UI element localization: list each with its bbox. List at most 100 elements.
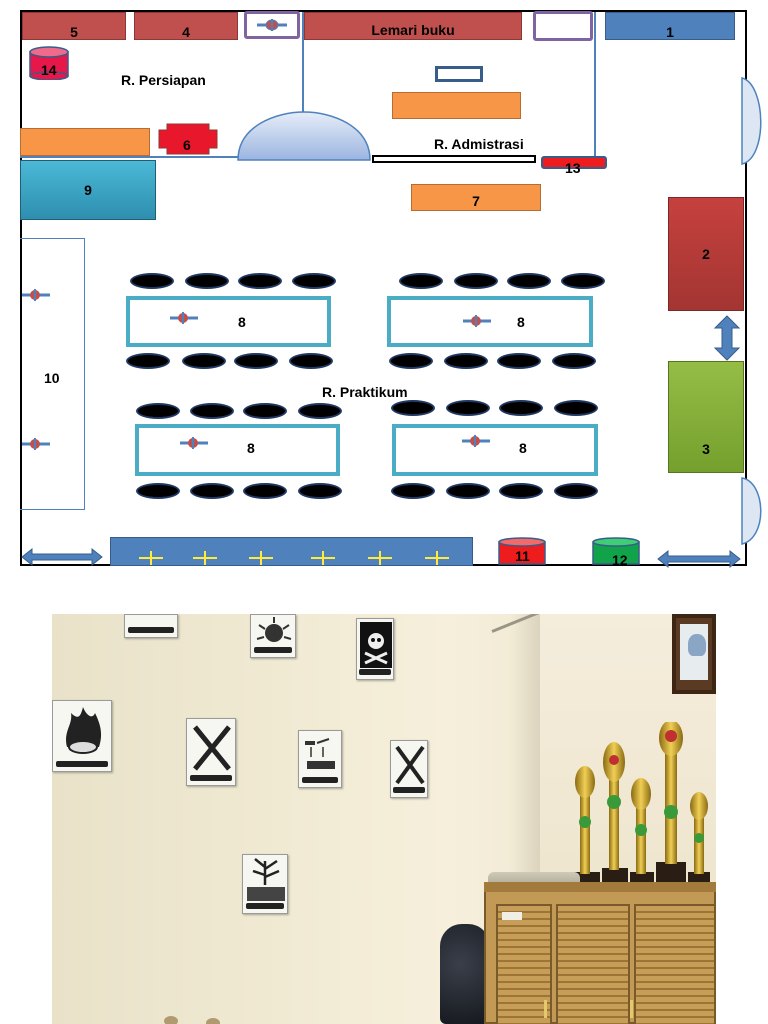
lab-table-label: 8 (519, 440, 527, 456)
chair (243, 483, 287, 499)
room10-wall (20, 238, 85, 510)
drum-14 (29, 46, 69, 80)
chair (552, 353, 596, 369)
room-persiapan-label: R. Persiapan (121, 72, 206, 88)
corrosive-sign (298, 730, 342, 788)
lab-table-label: 8 (247, 440, 255, 456)
toxic-sign (356, 618, 394, 680)
item-7-label: 7 (472, 192, 480, 209)
floor-object (164, 1016, 178, 1024)
chair (190, 483, 234, 499)
chair (136, 483, 180, 499)
chair (289, 353, 333, 369)
item-2-label: 2 (702, 246, 710, 262)
item-14-label: 14 (41, 62, 57, 78)
item-9: 9 (20, 160, 156, 220)
item-11-label: 11 (515, 548, 530, 564)
admin-desk (392, 92, 521, 119)
explosive-sign (250, 614, 296, 658)
outer-wall (20, 10, 747, 566)
lemari-buku: Lemari buku (304, 12, 522, 40)
item-1-label: 1 (666, 24, 674, 40)
fan-icon (462, 435, 490, 447)
chair (554, 400, 598, 416)
cabinet-handle (544, 1000, 547, 1018)
wooden-cabinet (484, 882, 716, 1024)
cabinet-handle (630, 1000, 633, 1018)
chair (507, 273, 551, 289)
fan-icon (22, 289, 50, 301)
chair (130, 273, 174, 289)
lab-table-label: 8 (238, 314, 246, 330)
floor-object (206, 1018, 220, 1024)
horizontal-arrow-left (21, 547, 103, 567)
item-7: 7 (411, 184, 541, 211)
cabinet-door-left (496, 904, 552, 1024)
admin-small-box (435, 66, 483, 82)
chair (182, 353, 226, 369)
chair (234, 353, 278, 369)
chair (391, 483, 435, 499)
item-5: 5 (22, 12, 126, 40)
item-9-label: 9 (84, 182, 92, 198)
chair (298, 483, 342, 499)
fan-icon (180, 437, 208, 449)
item-12-label: 12 (612, 552, 628, 568)
admin-wall-v (594, 12, 596, 157)
chair (298, 403, 342, 419)
item-13 (541, 156, 607, 169)
item-3: 3 (668, 361, 744, 473)
fan-icon (22, 438, 50, 450)
chair (554, 483, 598, 499)
admin-partition (372, 155, 536, 163)
chair (399, 273, 443, 289)
horizontal-arrow-right (657, 549, 741, 569)
persiapan-counter (20, 128, 150, 156)
environment-sign (242, 854, 288, 914)
item-3-label: 3 (702, 441, 710, 457)
lab-table (126, 296, 331, 347)
chair (136, 403, 180, 419)
purple-box-left (244, 11, 300, 39)
chair (243, 403, 287, 419)
backpack (440, 924, 490, 1024)
door-right-top (741, 77, 762, 165)
room-praktikum-label: R. Praktikum (322, 384, 408, 400)
chair (292, 273, 336, 289)
lab-table (392, 424, 598, 476)
item-2: 2 (668, 197, 744, 311)
chair (499, 483, 543, 499)
trophy-icon (574, 722, 710, 896)
fan-icon (463, 315, 491, 327)
harmful-sign (186, 718, 236, 786)
chair (190, 403, 234, 419)
chair (499, 400, 543, 416)
cabinet-door-right (634, 904, 716, 1024)
fan-icon (257, 19, 287, 31)
item-6-shape (158, 123, 218, 155)
hazard-sign (124, 614, 178, 638)
vertical-arrow (713, 315, 741, 361)
bin-11 (498, 537, 546, 565)
lab-table (135, 424, 340, 476)
light-icons (139, 551, 449, 565)
item-4-label: 4 (182, 24, 190, 40)
chair (391, 400, 435, 416)
fan-icon (170, 312, 198, 324)
chair (389, 353, 433, 369)
lemari-buku-label: Lemari buku (371, 22, 455, 38)
lab-photo (52, 614, 716, 1024)
door-right-bottom (741, 477, 762, 545)
chair (185, 273, 229, 289)
chair (238, 273, 282, 289)
chair (446, 400, 490, 416)
bottom-bench (110, 537, 473, 566)
irritant-sign (390, 740, 428, 798)
purple-box-right (533, 11, 593, 41)
persiapan-wall-v (302, 12, 304, 112)
item-10-label: 10 (44, 370, 60, 386)
bin-12 (592, 537, 640, 565)
chair (497, 353, 541, 369)
item-5-label: 5 (70, 24, 78, 40)
item-6-label: 6 (183, 137, 191, 153)
